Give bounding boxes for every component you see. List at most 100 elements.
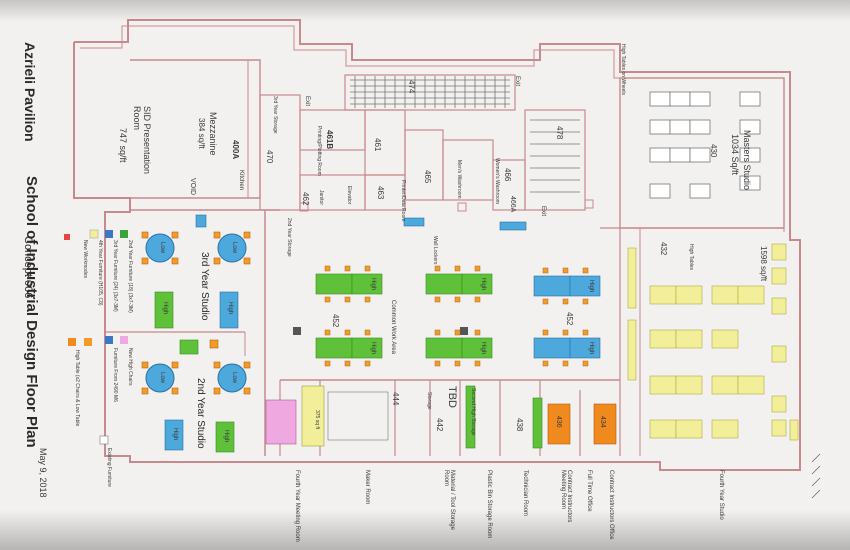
contract-meeting-label: Contract Instructors Meeting Room [560,470,572,523]
table-high-3: High [172,428,178,441]
masters-label: Masters Studio [742,130,752,191]
fourth-meeting-label: Fourth Year Meeting Room [294,470,300,542]
sid-room-area: 747 sq/ft [118,128,128,163]
legend-item-2: 3rd Year Furniture (24) (3x7-3M) [112,240,118,312]
room-466: 466 [503,168,512,182]
mezzanine-area: 384 sq/ft [197,118,206,149]
storage-2nd-label: 2nd Year Storage [286,218,292,257]
room-461b-name: Printing/Plotting Room [316,126,322,176]
plan-date: May 9, 2018 [38,448,48,498]
room-432-area: 1598 sq/ft [759,246,768,282]
exit-label-1: Exit [514,76,520,87]
fourth-studio-label: Fourth Year Studio [718,470,724,520]
table-low-4: Low [231,372,237,384]
fourth-year-tables [627,243,799,441]
room-462: 462 [301,192,310,206]
room-432: 432 [659,242,668,256]
exit-label-2: Exit [304,96,310,107]
masters-desks [649,91,761,199]
building-title: Azrieli Pavilion [22,42,38,142]
room-474: 474 [407,80,416,94]
table-high-2: High [227,302,233,315]
table-high-5: High [370,278,376,291]
room-438: 438 [515,418,524,432]
room-444: 444 [391,392,400,406]
room-436: 436 [555,416,562,428]
room-461: 461 [373,138,382,152]
walls [73,19,801,471]
legend-item-7: High Table (x2 Chairs & Low Table [74,350,80,427]
masters-area: 1034 Sq/ft [730,134,740,176]
legend-swatches [64,229,128,445]
table-high-8: High [480,342,486,355]
room-452-east: 452 [565,312,574,326]
janitor-label: Janitor [318,190,324,206]
low-tables [145,233,247,393]
room-478: 478 [555,126,564,140]
studio3-high-tables [154,214,239,355]
room-470: 470 [265,150,274,164]
womens-label: Women's Washroom [494,158,500,204]
room-463: 463 [376,186,385,200]
legend-item-1: 2nd Year Furniture (18) (3x7-3M) [127,240,133,313]
kitchen-label: Kitchen [238,170,244,191]
room-442: 442 [435,418,444,432]
table-high-10: High [588,342,594,355]
common-work-label: Common Work Area [390,300,396,354]
lockers-label: Wall Lockers [432,236,438,265]
school-title: School of Industrial Design Floor Plan [23,176,40,448]
legend-item-3: 4th Year Furniture (H105, C8) [97,240,103,306]
storage-label: Storage [426,392,432,410]
concept-title: Concept 006 [22,236,34,299]
table-low-2: Low [231,242,237,254]
high-tables-label: High Tables [688,244,694,271]
table-high-4: High [223,430,229,443]
storage-3rd-label: 3rd Year Storage [272,96,278,134]
table-high-1: High [162,302,168,315]
studio2-label: 2nd Year Studio [195,378,206,449]
second-storage-label: Second High Storage [470,388,476,436]
legend-item-4: New Workmodes [82,240,88,278]
legend-item-8: Existing Furniture [106,448,112,487]
fulltime-label: Full Time Office [586,470,592,512]
room-430: 430 [709,144,718,158]
table-low-1: Low [159,242,165,254]
exit-label-3: Exit [540,206,546,217]
room-465: 465 [423,170,432,184]
void-label: VOID [189,178,196,196]
storage-units [327,385,617,449]
room-452: 452 [331,314,340,328]
common-high-tables [293,217,601,359]
mezzanine-label: Mezzanine [208,112,218,156]
edge-hatch [811,453,821,499]
studio-chairs [141,231,251,395]
studio3-label: 3rd Year Studio [199,252,210,321]
room-434: 434 [599,416,606,428]
legend-item-5: Furniture From 2490 M6 [112,348,118,402]
stair-treads [350,76,580,193]
table-low-3: Low [159,372,165,384]
studio2-high-tables [164,385,325,453]
mens-label: Men's Washroom [456,160,462,199]
technician-label: Technician Room [522,470,528,517]
room-400a: 400A [231,140,240,160]
maker-room-label: Maker Room [364,470,370,505]
plastic-bin-label: Plastic Bin Storage Room [486,470,492,539]
ps-room-label: Printer/Data Room [400,180,406,222]
high-tables-note: High Tables on Wheels [620,44,626,96]
room-442-tbd: TBD [446,386,458,408]
elevator-label: Elevator [346,186,352,205]
table-high-6: High [370,342,376,355]
material-storage-label: Material / Tool Storage Room [443,470,455,530]
contract-office-label: Contract Instructors Office [608,470,614,540]
area-375: 375 sq ft [314,410,320,430]
room-466a: 466A [509,196,516,213]
sid-room-label: SID Presentation Room [132,106,152,175]
room-461b: 461B [325,130,334,150]
table-high-7: High [480,278,486,291]
legend-item-6: New High Chairs [127,348,133,386]
common-chairs [324,265,589,367]
table-high-9: High [588,280,594,293]
